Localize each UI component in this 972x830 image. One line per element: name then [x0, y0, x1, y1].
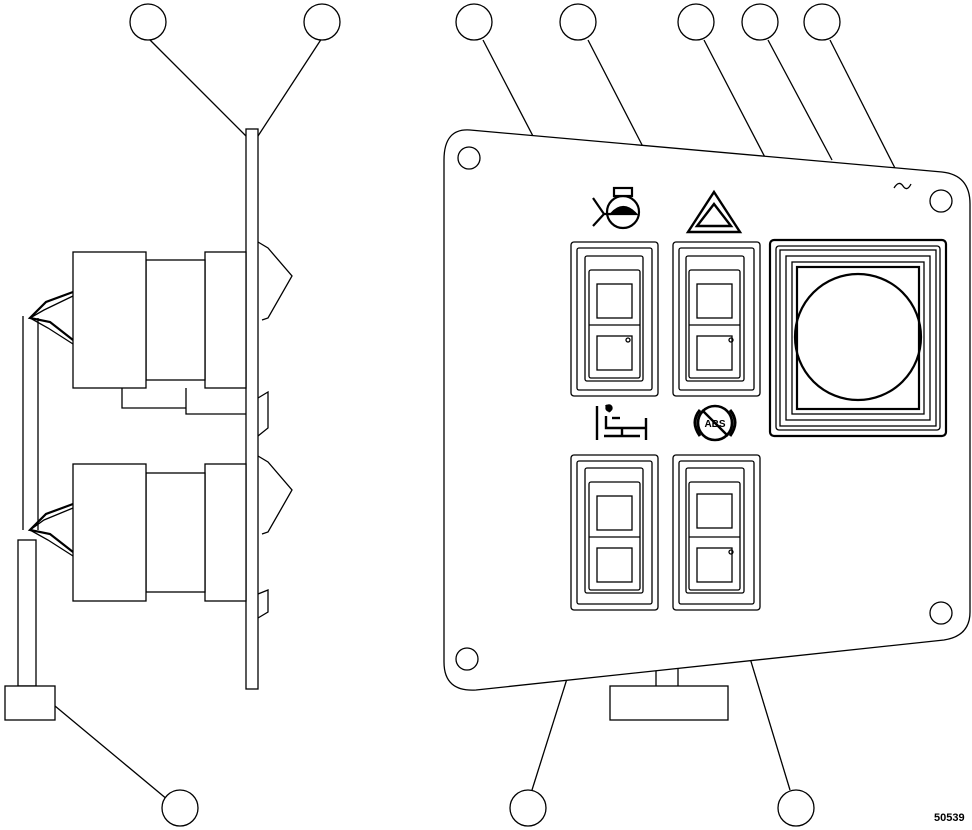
side-view	[4, 37, 323, 801]
callout-circle	[803, 3, 841, 41]
callout-circle	[777, 789, 815, 827]
callout-circle	[509, 789, 547, 827]
hazard-warning-icon	[685, 189, 743, 234]
mounting-hole	[455, 647, 479, 671]
wiring-harness	[4, 290, 169, 801]
callout-circle	[455, 3, 493, 41]
callout-circle	[741, 3, 779, 41]
mounting-hole	[929, 189, 953, 213]
callout-circle	[559, 3, 597, 41]
engine-icon	[592, 186, 641, 230]
switch-hazard	[672, 241, 761, 397]
large-round-button	[768, 238, 948, 438]
figure-reference-number: 50539	[934, 812, 965, 824]
switch-abs	[672, 454, 761, 611]
abs-off-icon: ABS	[693, 404, 737, 442]
switch-seat	[570, 454, 659, 611]
callouts	[129, 3, 841, 827]
seat-adjust-icon	[595, 404, 648, 440]
front-view: ABS	[443, 39, 971, 791]
callout-circle	[129, 3, 167, 41]
svg-text:ABS: ABS	[704, 419, 725, 430]
callout-circle	[303, 3, 341, 41]
lower-switch-side	[72, 455, 293, 619]
callout-circle	[677, 3, 715, 41]
switch-engine	[570, 241, 659, 397]
callout-circle	[161, 789, 199, 827]
connector-plug	[4, 685, 56, 721]
rear-connector-block	[609, 685, 729, 721]
control-panel-plate	[443, 129, 971, 691]
tilde-mark	[893, 182, 912, 190]
mounting-hole	[457, 146, 481, 170]
mounting-hole	[929, 601, 953, 625]
mounting-plate-edge	[245, 128, 259, 690]
upper-switch-side	[72, 241, 293, 437]
